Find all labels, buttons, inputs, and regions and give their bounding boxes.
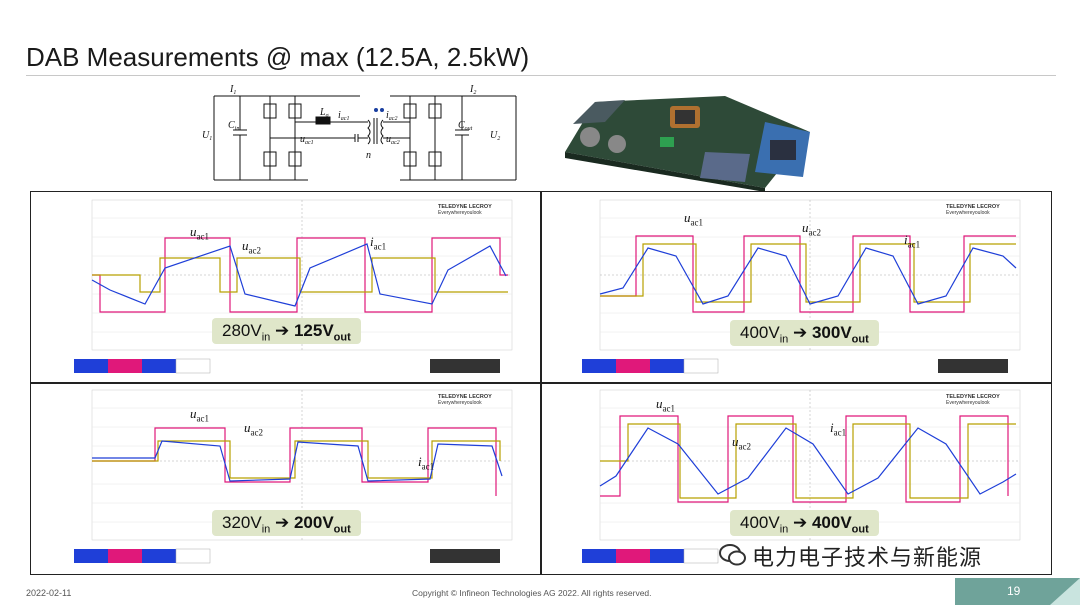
trace-label-iac1: iac1 (830, 420, 847, 438)
footer-accent-triangle (1050, 578, 1080, 605)
operating-point-1: 280Vin ➔ 125Vout (212, 318, 361, 344)
dab-circuit-diagram: I1 I2 U1 U2 Cin Cout Lσ iac1 iac2 uac1 u… (202, 84, 517, 181)
slide-title: DAB Measurements @ max (12.5A, 2.5kW) (26, 42, 530, 72)
label-u1: U1 (202, 130, 212, 142)
dab-board-photo (565, 96, 810, 192)
trace-label-uac2: uac2 (802, 220, 821, 238)
label-uac2: uac2 (386, 134, 400, 146)
trace-label-uac2: uac2 (242, 238, 261, 256)
label-iac1: iac1 (338, 110, 349, 122)
label-cin: Cin (228, 120, 239, 132)
title-divider (26, 75, 1056, 76)
trace-label-iac1: iac1 (370, 234, 387, 252)
footer-date: 2022-02-11 (26, 588, 72, 598)
label-cout: Cout (458, 120, 473, 132)
trace-label-iac1: iac1 (418, 454, 435, 472)
page-number: 19 (1007, 584, 1021, 598)
operating-point-4: 400Vin ➔ 400Vout (730, 510, 879, 536)
operating-point-2: 400Vin ➔ 300Vout (730, 320, 879, 346)
footer-copyright: Copyright © Infineon Technologies AG 202… (412, 588, 652, 598)
label-uac1: uac1 (300, 134, 314, 146)
label-u2: U2 (490, 130, 500, 142)
trace-label-uac1: uac1 (656, 396, 675, 414)
wechat-icon (719, 544, 746, 566)
page-number-badge: 19 (955, 578, 1080, 605)
watermark-text: 电力电子技术与新能源 (752, 546, 983, 571)
label-lsigma: Lσ (319, 107, 330, 119)
operating-point-3: 320Vin ➔ 200Vout (212, 510, 361, 536)
trace-label-uac2: uac2 (244, 420, 263, 438)
label-n: n (366, 150, 371, 161)
trace-label-uac1: uac1 (190, 406, 209, 424)
grid-divider-horizontal (30, 382, 1052, 384)
label-i1: I1 (229, 84, 236, 96)
trace-label-uac1: uac1 (684, 210, 703, 228)
label-i2: I2 (469, 84, 476, 96)
trace-label-uac2: uac2 (732, 434, 751, 452)
trace-label-iac1: iac1 (904, 232, 921, 250)
trace-label-uac1: uac1 (190, 224, 209, 242)
label-iac2: iac2 (386, 110, 397, 122)
